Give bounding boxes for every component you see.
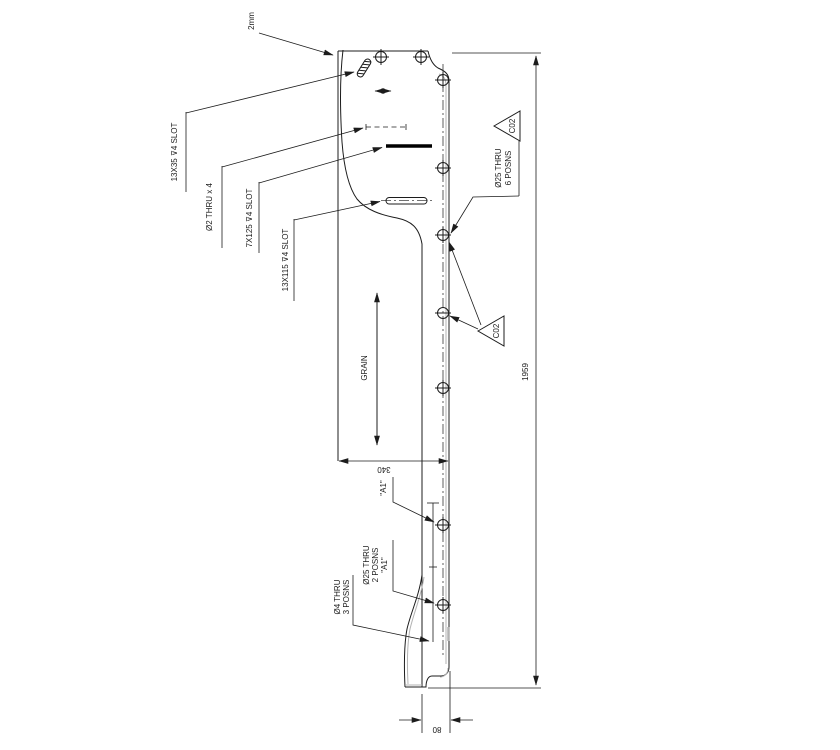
revision-flag-1: C02: [492, 110, 521, 142]
note-holes-o4-line2: 3 POSNS: [342, 580, 351, 615]
note-holes-o2: Ø2 THRU x 4: [205, 183, 214, 231]
slot-13x115: [381, 197, 433, 205]
slot-13x35-hatched: [356, 58, 372, 78]
centerlines: [427, 64, 444, 656]
dim-width-340: 340: [338, 458, 449, 474]
note-slot-13x35: 13X35 ⊽4 SLOT: [170, 123, 179, 182]
holes-o2-row: [365, 124, 407, 130]
hole: [373, 49, 389, 65]
note-holes-o25-2-line1: Ø25 THRU: [362, 545, 371, 585]
revision-flag-2: C02: [476, 315, 505, 347]
hole: [435, 380, 451, 396]
note-holes-o25-6-line2: 6 POSNS: [504, 151, 513, 186]
hole: [435, 160, 451, 176]
dim-length-1959: 1959: [428, 52, 541, 689]
offset-contour: [406, 73, 450, 686]
note-labels: 2mm 13X35 ⊽4 SLOT Ø2 THRU x 4 7X125 ⊽4 S…: [170, 12, 513, 615]
dim-width-text: 340: [377, 465, 391, 474]
note-datum-a1: "A1": [379, 480, 388, 496]
dim-bottom-80: 80: [399, 671, 473, 734]
note-holes-o25-2-line2: 2 POSNS: [371, 548, 380, 583]
revision-flag-text: C02: [508, 118, 517, 133]
dim-length-text: 1959: [521, 363, 530, 381]
hole: [435, 72, 451, 88]
note-2mm: 2mm: [247, 12, 256, 30]
note-holes-o25-2-line3: "A1": [380, 557, 389, 573]
hole-a1: [435, 597, 451, 613]
hole-markers: [373, 49, 451, 613]
hole-a1: [435, 517, 451, 533]
dim-bottom-text: 80: [432, 725, 441, 734]
part-outline: [337, 49, 450, 688]
revision-flag-text: C02: [492, 323, 501, 338]
note-slot-7x125: 7X125 ⊽4 SLOT: [245, 189, 254, 248]
hole: [435, 227, 451, 243]
leader-lines: [185, 32, 520, 642]
grain-label: GRAIN: [360, 355, 369, 381]
note-holes-o25-6-line1: Ø25 THRU: [494, 148, 503, 188]
hole: [435, 307, 451, 319]
note-holes-o4-line1: Ø4 THRU: [333, 579, 342, 614]
note-slot-13x115: 13X115 ⊽4 SLOT: [281, 229, 290, 292]
hole: [413, 49, 429, 65]
